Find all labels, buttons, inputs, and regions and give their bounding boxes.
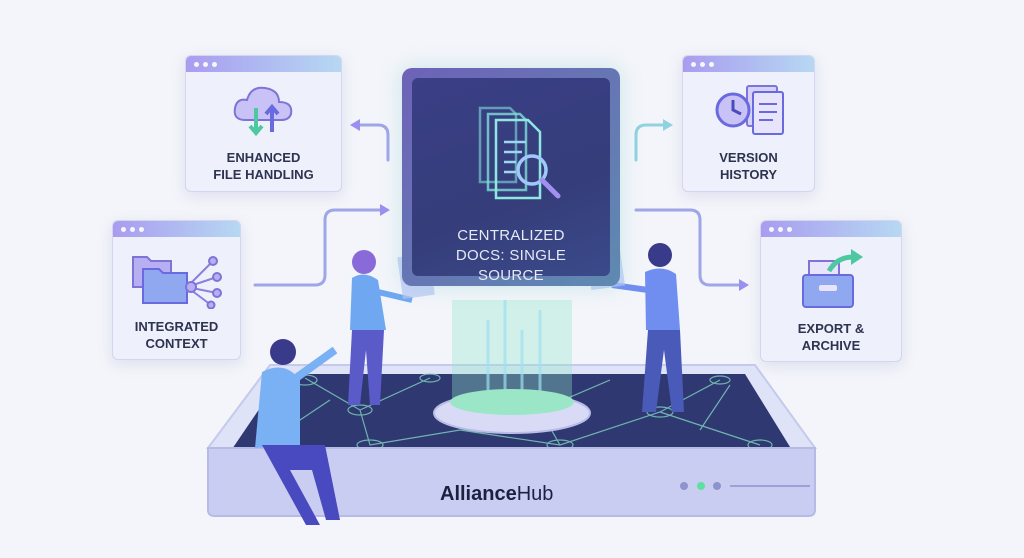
window-bar	[186, 56, 341, 72]
cloud-sync-icon	[233, 86, 293, 137]
person-sitting	[255, 339, 340, 525]
history-documents-icon	[715, 85, 784, 135]
arrow-to-file-handling	[353, 123, 390, 162]
card-title-line1: ENHANCED	[226, 150, 301, 165]
card-title-line1: VERSION	[719, 150, 778, 165]
arrow-to-version	[634, 123, 670, 162]
card-title-line2: CONTEXT	[145, 336, 208, 351]
document-search-icon	[478, 106, 561, 200]
window-bar	[761, 221, 901, 237]
status-dot	[680, 482, 688, 490]
center-panel-title: CENTRALIZED DOCS: SINGLE SOURCE	[455, 227, 567, 284]
card-title-line2: HISTORY	[719, 167, 778, 182]
card-export-archive: EXPORT & ARCHIVE	[760, 220, 902, 362]
card-title-line1: EXPORT &	[797, 321, 865, 336]
arrow-to-export	[634, 208, 744, 287]
brand-logo: AllianceHub	[440, 483, 553, 506]
folder-network-icon	[132, 256, 222, 309]
card-integrated-context: INTEGRATED CONTEXT	[112, 220, 241, 360]
card-title-line2: ARCHIVE	[801, 338, 861, 353]
status-dot	[713, 482, 721, 490]
card-enhanced-file-handling: ENHANCED FILE HANDLING	[185, 55, 342, 192]
brand-regular: Hub	[516, 483, 554, 505]
card-title-line1: INTEGRATED	[134, 319, 219, 334]
arrow-from-integrated	[253, 208, 385, 287]
archive-export-icon	[802, 249, 863, 308]
window-bar	[113, 221, 240, 237]
brand-bold: Alliance	[440, 483, 517, 505]
centralized-docs-panel: CENTRALIZED DOCS: SINGLE SOURCE	[402, 68, 620, 286]
card-version-history: VERSION HISTORY	[682, 55, 815, 192]
card-title-line2: FILE HANDLING	[213, 167, 314, 182]
window-bar	[683, 56, 814, 72]
status-dot-active	[697, 482, 705, 490]
